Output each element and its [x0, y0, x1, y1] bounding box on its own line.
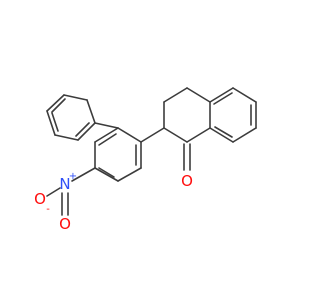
bond	[209, 127, 234, 143]
structure-canvas: N + O - O O	[34, 87, 257, 233]
bond	[140, 127, 165, 143]
bond	[63, 94, 88, 101]
bond	[163, 87, 188, 103]
bond	[46, 187, 61, 197]
bond	[51, 98, 66, 113]
bond	[77, 122, 96, 141]
bond	[117, 127, 142, 143]
oxygen-charge: -	[46, 204, 50, 215]
atom-labels: N + O - O O	[34, 171, 193, 233]
bond	[94, 167, 119, 182]
bond	[46, 94, 65, 112]
bond	[98, 133, 117, 146]
bond	[213, 92, 233, 105]
bond	[98, 167, 115, 178]
bond	[54, 134, 79, 141]
bond	[94, 122, 119, 129]
oxygen-ketone-label: O	[181, 172, 193, 190]
bond	[163, 127, 188, 143]
bond	[232, 127, 257, 143]
bonds	[46, 87, 257, 216]
nitrogen-atom-label: N	[59, 175, 70, 193]
bond	[117, 167, 142, 182]
bond	[71, 167, 96, 182]
bond	[209, 87, 234, 103]
molecule-drawing: N + O - O O	[34, 87, 257, 233]
nitrogen-charge: +	[69, 171, 77, 182]
oxygen-anion-label: O	[34, 190, 46, 208]
oxygen-nitro-label: O	[59, 215, 71, 233]
bond	[51, 112, 59, 132]
bond	[86, 99, 96, 124]
bond	[232, 87, 257, 103]
bond	[186, 127, 211, 143]
bond	[214, 126, 233, 138]
bond	[46, 110, 56, 136]
bond	[75, 122, 90, 137]
bond	[186, 87, 211, 103]
bond	[94, 127, 119, 143]
